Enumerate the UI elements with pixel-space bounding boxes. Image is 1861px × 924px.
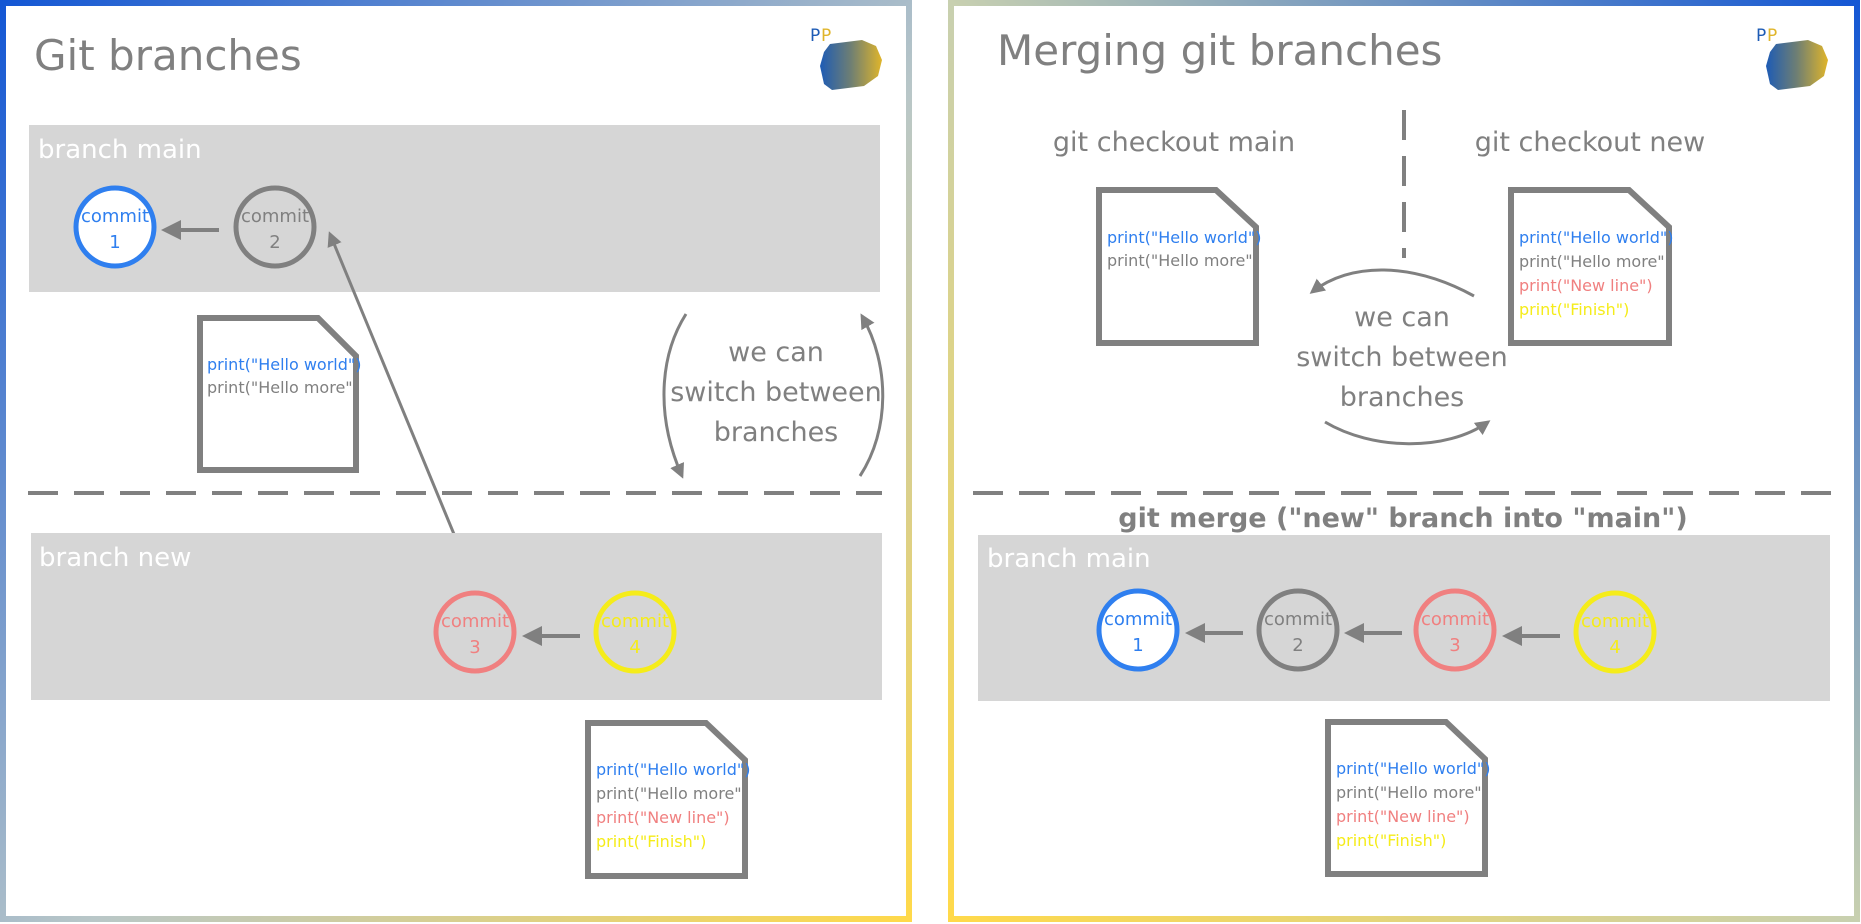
svg-text:2: 2	[269, 232, 280, 253]
file-new-document: print("Hello world") print("Hello more")…	[585, 720, 751, 879]
svg-text:print("Hello world"): print("Hello world")	[1519, 228, 1674, 247]
svg-text:commit: commit	[601, 611, 669, 632]
svg-text:commit: commit	[81, 206, 149, 227]
svg-text:3: 3	[469, 637, 480, 658]
logo-shape	[1766, 40, 1828, 90]
logo-letter-p1: P	[1756, 26, 1766, 46]
checkout-main-label: git checkout main	[1053, 127, 1295, 158]
svg-text:print("Hello more"): print("Hello more")	[207, 378, 359, 397]
checkout-new-label: git checkout new	[1475, 127, 1706, 158]
switch-text-line2: switch between	[1296, 342, 1508, 373]
commit-node-1: commit 1	[73, 185, 157, 269]
svg-text:print("Hello more"): print("Hello more")	[596, 784, 748, 803]
svg-text:print("Finish"): print("Finish")	[596, 832, 706, 851]
switch-text-line3: branches	[714, 417, 839, 448]
svg-text:commit: commit	[1104, 609, 1172, 630]
logo-letter-p1: P	[810, 26, 820, 46]
checkout-new-file: print("Hello world") print("Hello more")…	[1508, 187, 1674, 346]
merge-label: git merge ("new" branch into "main")	[1118, 503, 1687, 534]
svg-text:commit: commit	[1581, 611, 1649, 632]
logo-left: P P	[810, 26, 882, 90]
right-slide: Merging git branches P P git checkout ma…	[948, 0, 1860, 922]
switch-arrow-up	[858, 313, 885, 477]
svg-text:4: 4	[1609, 637, 1620, 658]
switch-text-line3: branches	[1340, 382, 1465, 413]
svg-text:commit: commit	[1421, 609, 1489, 630]
commit-node-2: commit 2	[233, 185, 317, 269]
svg-text:print("Hello world"): print("Hello world")	[1107, 228, 1262, 247]
right-slide-title: Merging git branches	[997, 26, 1442, 75]
checkout-main-file: print("Hello world") print("Hello more")	[1096, 187, 1262, 346]
branch-main-label: branch main	[38, 135, 202, 165]
left-slide: Git branches P P branch main commit 1 co…	[0, 0, 912, 922]
svg-text:print("New line"): print("New line")	[1336, 807, 1470, 826]
merged-branch-label: branch main	[987, 544, 1151, 574]
svg-text:3: 3	[1449, 635, 1460, 656]
switch-arrow-right	[1324, 420, 1491, 446]
branch-main-band	[29, 125, 880, 292]
merged-commit-2: commit 2	[1256, 588, 1340, 672]
logo-right: P P	[1756, 26, 1828, 90]
logo-letter-p2: P	[1767, 26, 1777, 46]
svg-text:print("Hello world"): print("Hello world")	[1336, 759, 1491, 778]
branch-new-label: branch new	[39, 543, 191, 573]
svg-text:print("Hello more"): print("Hello more")	[1336, 783, 1488, 802]
svg-text:print("Hello more"): print("Hello more")	[1519, 252, 1671, 271]
logo-letter-p2: P	[821, 26, 831, 46]
svg-text:commit: commit	[441, 611, 509, 632]
merged-commit-4: commit 4	[1573, 590, 1657, 674]
merged-commit-3: commit 3	[1413, 588, 1497, 672]
logo-shape	[820, 40, 882, 90]
file-main-document: print("Hello world") print("Hello more")	[197, 315, 362, 473]
svg-text:commit: commit	[1264, 609, 1332, 630]
svg-text:4: 4	[629, 637, 640, 658]
commit-node-4: commit 4	[593, 590, 677, 674]
merged-commit-1: commit 1	[1096, 588, 1180, 672]
switch-text-line1: we can	[1354, 302, 1450, 333]
svg-text:print("Hello world"): print("Hello world")	[596, 760, 751, 779]
commit-node-3: commit 3	[433, 590, 517, 674]
svg-text:print("New line"): print("New line")	[1519, 276, 1653, 295]
switch-arrow-left	[1309, 268, 1475, 298]
switch-text-line1: we can	[728, 337, 824, 368]
merged-file: print("Hello world") print("Hello more")…	[1325, 719, 1491, 877]
svg-text:print("New line"): print("New line")	[596, 808, 730, 827]
switch-text-line2: switch between	[670, 377, 882, 408]
svg-text:print("Finish"): print("Finish")	[1519, 300, 1629, 319]
svg-text:2: 2	[1292, 635, 1303, 656]
svg-text:commit: commit	[241, 206, 309, 227]
switch-arrow-down	[662, 313, 688, 479]
left-slide-title: Git branches	[34, 31, 302, 80]
svg-text:print("Finish"): print("Finish")	[1336, 831, 1446, 850]
svg-text:print("Hello more"): print("Hello more")	[1107, 251, 1259, 270]
arrow-commit-3-to-2	[327, 231, 477, 586]
svg-text:1: 1	[1132, 635, 1143, 656]
svg-text:1: 1	[109, 232, 120, 253]
svg-text:print("Hello world"): print("Hello world")	[207, 355, 362, 374]
